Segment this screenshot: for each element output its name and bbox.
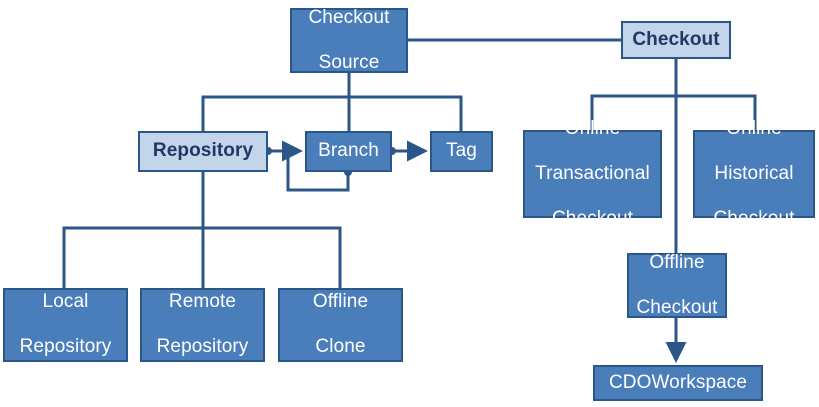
node-branch[interactable]: Branch	[305, 131, 392, 172]
node-label-branch: Branch	[318, 140, 379, 162]
node-label-cdoworkspace: CDOWorkspace	[608, 371, 748, 393]
node-label-repository: Repository	[152, 140, 254, 162]
node-label-tag: Tag	[446, 140, 477, 162]
node-checkout[interactable]: Checkout	[621, 21, 731, 59]
node-label-checkout: Checkout	[632, 28, 720, 50]
node-repository[interactable]: Repository	[138, 131, 268, 172]
node-cdoworkspace[interactable]: CDOWorkspace	[593, 365, 763, 401]
node-tag[interactable]: Tag	[430, 131, 493, 172]
edge-branch-self-loop	[286, 149, 350, 192]
